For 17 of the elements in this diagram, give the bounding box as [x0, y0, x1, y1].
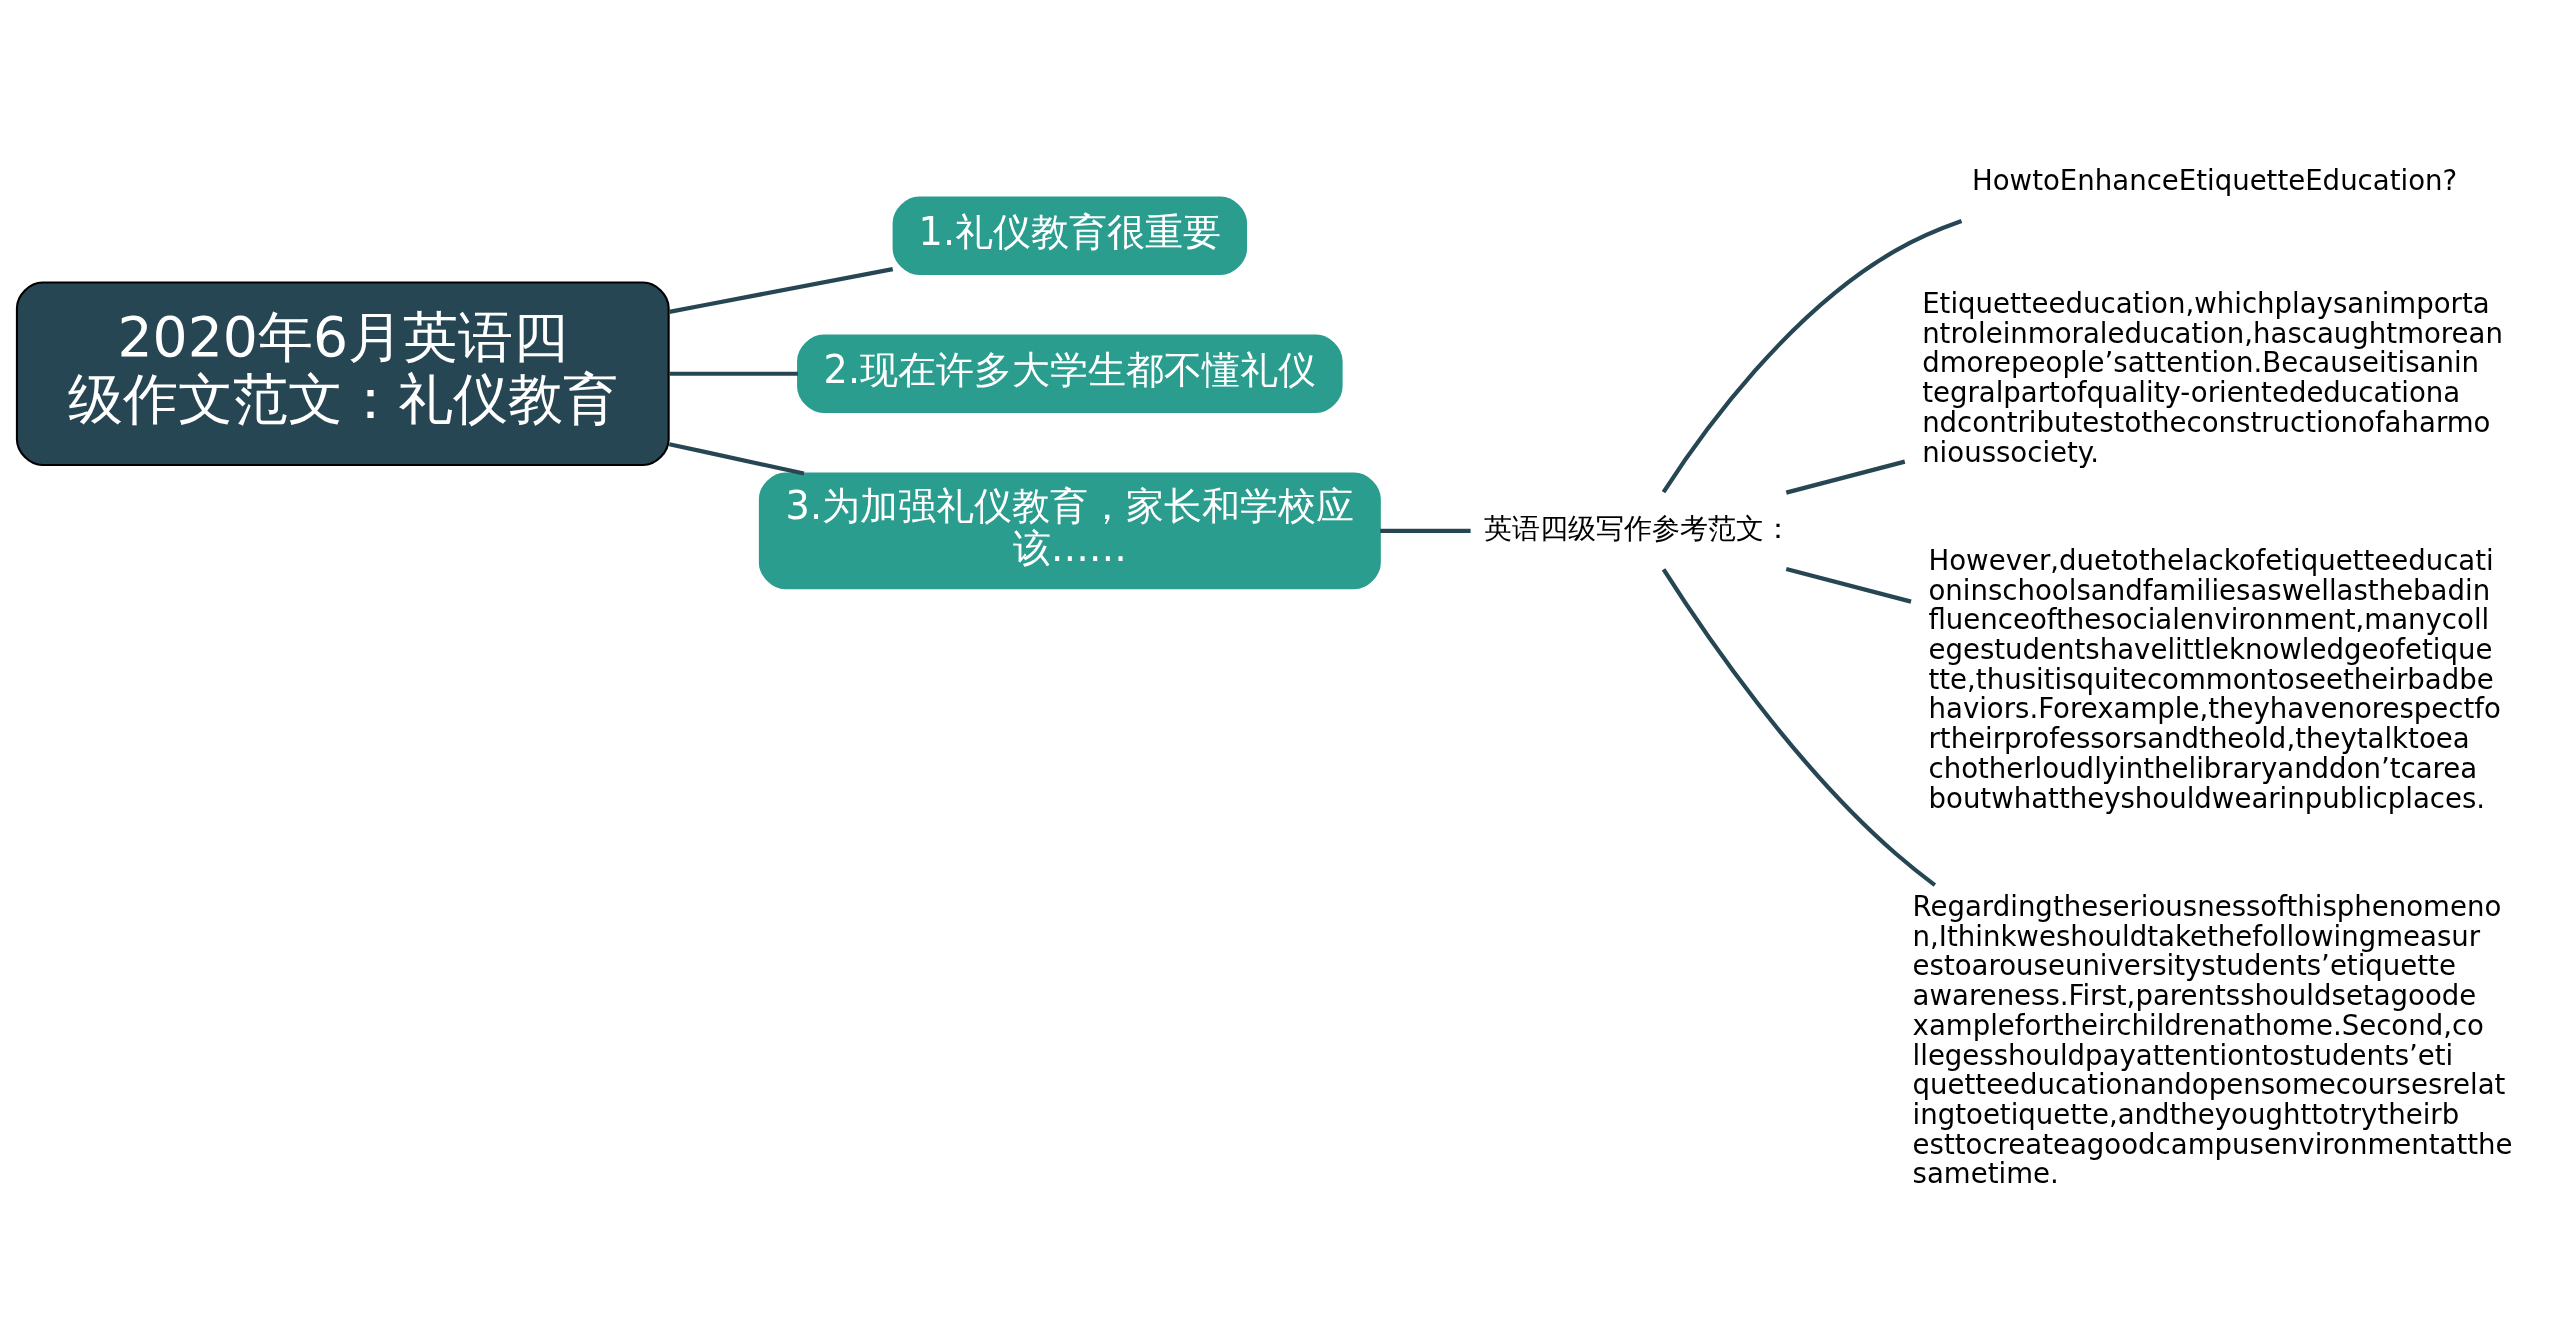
node-box: 2.现在许多大学生都不懂礼仪 [797, 334, 1343, 413]
node-text: HowtoEnhanceEtiquetteEducation? [1972, 163, 2458, 197]
connector [668, 441, 805, 476]
node-text: However,duetothelackofetiquetteeducationinschoolsandfamiliesaswellasthebadinfluenceofthesocialenvironment,manycollegestudentshavelittleknowledgeofetiquette,thusitisquitecommontoseetheirbadbehaviors.Forexample,theyhavenorespectfortheirprofessorsandtheold,theytalktoeachotherloudlyinthelibraryanddon’tcareaboutwhattheyshouldwearinpublicplaces. [1928, 543, 2501, 815]
connector [1661, 567, 1937, 887]
connector [669, 371, 798, 376]
node-box: 3.为加强礼仪教育，家长和学校应该…… [758, 471, 1381, 589]
connector [668, 266, 894, 314]
node-box: 1.礼仪教育很重要 [892, 196, 1248, 275]
node-text: 英语四级写作参考范文： [1483, 511, 1792, 545]
node-text: Etiquetteeducation,whichplaysanimportantroleinmoraleducation,hascaughtmoreandmorepeople’sattention.Becauseitisanintegralpartofquality-orientededucationandcontributestotheconstructionofaharmonioussociety. [1922, 286, 2503, 469]
connector [1785, 566, 1912, 604]
connector [1785, 459, 1906, 495]
node-box: 2020年6月英语四级作文范文：礼仪教育 [15, 280, 670, 466]
node-text: Regardingtheseriousnessofthisphenomenon,Ithinkweshouldtakethefollowingmeasurestoarouseuniversitystudents’etiquetteawareness.First,parentsshouldsetagoodexamplefortheirchildrenathome.Second,collegesshouldpayattentiontostudents’etiquetteeducationandopensomecoursesrelatingtoetiquette,andtheyoughttotrytheirbesttocreateagoodcampusenvironmentatthesametime. [1912, 889, 2513, 1190]
connector [1380, 528, 1471, 533]
connector [1661, 218, 1963, 493]
